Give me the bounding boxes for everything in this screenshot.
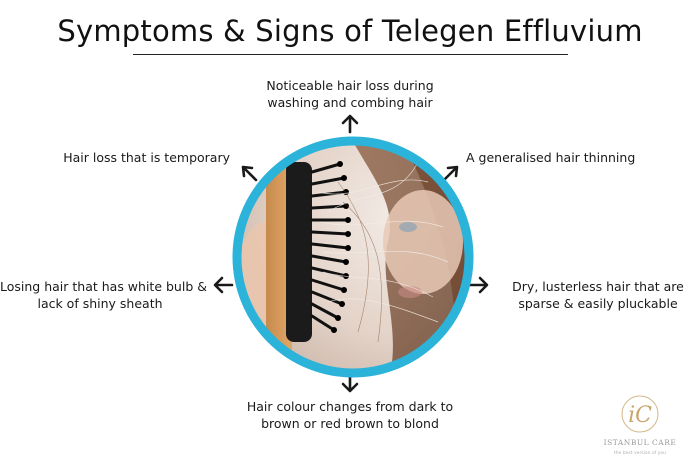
istanbul-care-logo: iC ISTANBUL CARE the best version of you — [604, 395, 677, 456]
symptom-top-line-2: washing and combing hair — [267, 95, 433, 110]
symptom-right-line-2: sparse & easily pluckable — [518, 296, 678, 311]
symptom-top: Noticeable hair loss during washing and … — [200, 77, 500, 111]
arrow-up-right — [442, 165, 459, 182]
logo-tagline: the best version of you — [614, 450, 666, 456]
arrow-right — [468, 276, 489, 294]
hair-brush-illustration — [232, 136, 474, 378]
symptom-left-line-2: lack of shiny sheath — [37, 296, 163, 311]
logo-monogram: iC — [628, 403, 652, 428]
page-title: Symptoms & Signs of Telegen Effluvium — [57, 14, 643, 48]
logo-name: ISTANBUL CARE — [604, 438, 677, 447]
symptom-top-left: Hair loss that is temporary — [63, 150, 230, 165]
logo-ring — [621, 395, 659, 433]
hair-brush-photo — [228, 132, 478, 382]
symptom-top-right: A generalised hair thinning — [466, 150, 636, 165]
arrow-down — [341, 374, 359, 393]
title-underline — [133, 54, 568, 55]
arrow-up — [341, 114, 359, 134]
photo-ring — [232, 136, 474, 378]
arrow-up-left — [241, 165, 258, 182]
symptom-left-line-1: Losing hair that has white bulb & — [0, 279, 207, 294]
symptom-top-line-1: Noticeable hair loss during — [266, 78, 434, 93]
symptom-bottom-line-1: Hair colour changes from dark to — [246, 399, 454, 414]
symptom-bottom: Hair colour changes from dark to brown o… — [200, 398, 500, 432]
symptom-right: Dry, lusterless hair that are sparse & e… — [496, 278, 700, 312]
symptom-bottom-line-2: brown or red brown to blond — [261, 416, 439, 431]
symptom-left: Losing hair that has white bulb & lack o… — [0, 278, 207, 312]
arrow-left — [213, 276, 234, 294]
symptom-right-line-1: Dry, lusterless hair that are — [512, 279, 684, 294]
